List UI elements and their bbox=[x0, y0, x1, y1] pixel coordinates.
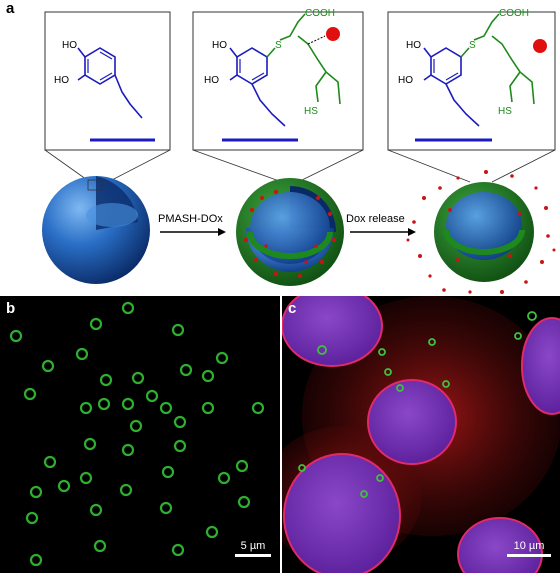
cooh-label-3: COOH bbox=[499, 8, 529, 19]
ho-label-3a: HO bbox=[406, 40, 421, 51]
panel-a: a bbox=[6, 0, 556, 294]
green-particles bbox=[9, 301, 265, 567]
scale-text-c: 10 µm bbox=[513, 540, 545, 552]
panel-b-micrograph: b 5 µm bbox=[0, 296, 280, 573]
ho-label-2a: HO bbox=[212, 40, 227, 51]
cooh-label-2: COOH bbox=[305, 8, 335, 19]
s-label-2: S bbox=[275, 40, 282, 51]
ho-label-3b: HO bbox=[398, 75, 413, 86]
particle-bare bbox=[42, 176, 150, 284]
step-label-release: Dox release bbox=[346, 213, 405, 225]
structure-box-1: HO HO bbox=[44, 11, 171, 183]
arrow-2 bbox=[350, 228, 416, 236]
panel-c-micrograph: c 10 µm bbox=[282, 296, 560, 573]
scale-text-b: 5 µm bbox=[240, 540, 266, 552]
panel-b-label: b bbox=[6, 300, 16, 317]
arrow-1 bbox=[160, 228, 226, 236]
ho-label-1a: HO bbox=[62, 40, 77, 51]
hs-label-2: HS bbox=[304, 106, 318, 117]
structure-box-2: HO HO S COOH HS bbox=[192, 8, 364, 183]
step-label-loading: PMASH-DOx bbox=[158, 213, 223, 225]
panel-c-label: c bbox=[288, 300, 297, 317]
particle-coated bbox=[236, 178, 344, 286]
scale-bar-b: 5 µm bbox=[232, 540, 274, 557]
hs-label-3: HS bbox=[498, 106, 512, 117]
dox-dots-loaded bbox=[243, 189, 336, 278]
ho-label-2b: HO bbox=[204, 75, 219, 86]
s-label-3: S bbox=[469, 40, 476, 51]
scale-line-b bbox=[235, 554, 271, 557]
scale-line-c bbox=[507, 554, 551, 557]
scale-bar-c: 10 µm bbox=[504, 540, 554, 557]
schematic-svg: HO HO HO HO S COOH HS bbox=[42, 8, 556, 294]
ho-label-1b: HO bbox=[54, 75, 69, 86]
structure-box-3: HO HO S COOH HS bbox=[387, 8, 556, 183]
particle-releasing bbox=[406, 170, 556, 294]
cell-image bbox=[282, 296, 560, 573]
panel-a-label: a bbox=[6, 0, 15, 17]
dox-dots-released bbox=[406, 170, 556, 294]
